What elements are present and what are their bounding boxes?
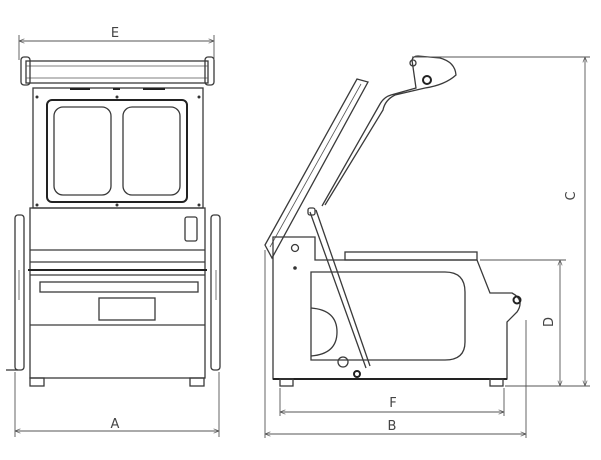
dimension-a: A	[14, 372, 220, 437]
gas-strut-left	[14, 214, 25, 371]
foot	[29, 377, 45, 387]
tray-plate	[344, 251, 478, 261]
dimension-label-c: C	[564, 191, 579, 200]
dimension-e: E	[18, 26, 215, 60]
side-window	[310, 271, 466, 361]
dimension-label-f: F	[389, 396, 396, 411]
control-panel	[184, 216, 198, 242]
dimension-b: B	[264, 250, 527, 438]
dimension-label-d: D	[542, 317, 557, 327]
tray-cavity-right	[122, 106, 181, 196]
foot	[279, 378, 294, 387]
foot	[489, 378, 504, 387]
dimension-c: C	[412, 56, 590, 387]
lid-panel	[32, 87, 204, 209]
seal-frame	[46, 99, 188, 203]
lid-arm	[264, 55, 457, 260]
front-view: E A	[6, 26, 221, 437]
top-hinge-bar	[20, 56, 215, 86]
dimension-label-b: B	[388, 419, 397, 434]
side-view: C D F B	[264, 55, 590, 438]
machine-body-front	[6, 207, 221, 387]
dimension-label-e: E	[111, 26, 119, 41]
machine-body-side	[272, 207, 522, 387]
foot	[189, 377, 205, 387]
dimension-d: D	[480, 259, 566, 386]
gas-strut-right	[210, 214, 221, 371]
dimension-label-a: A	[111, 417, 120, 432]
tray-cavity-left	[53, 106, 112, 196]
label-plate	[98, 297, 156, 321]
dimension-f: F	[279, 388, 505, 416]
gas-strut	[309, 211, 367, 369]
